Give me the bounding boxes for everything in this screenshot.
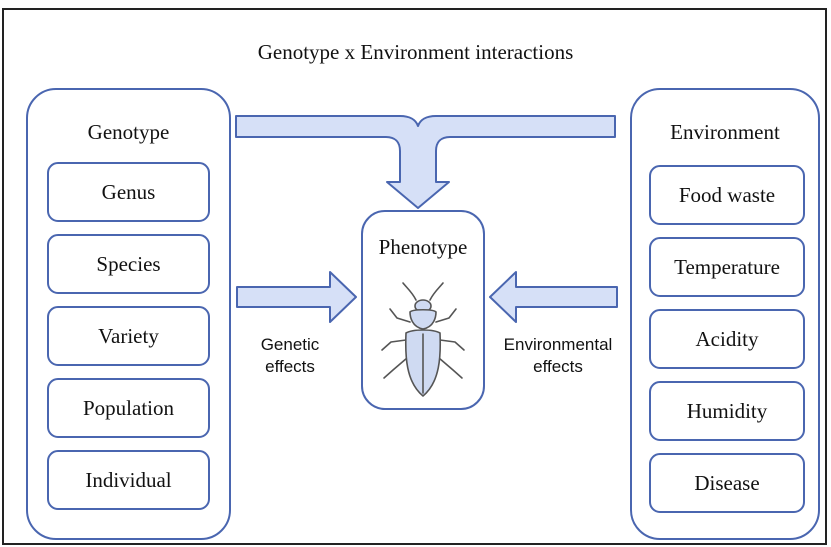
environmental-effects-line1: Environmental bbox=[503, 335, 613, 354]
environment-panel-title: Environment bbox=[670, 120, 780, 144]
genotype-item-variety: Variety bbox=[47, 306, 210, 366]
genotype-item-individual: Individual bbox=[47, 450, 210, 510]
environment-item-food-waste: Food waste bbox=[649, 165, 805, 225]
environmental-effects-arrow bbox=[489, 271, 618, 323]
environment-item-disease: Disease bbox=[649, 453, 805, 513]
environmental-effects-line2: effects bbox=[533, 357, 583, 376]
environment-panel: Environment Food waste Temperature Acidi… bbox=[630, 88, 820, 540]
genetic-effects-line1: Genetic bbox=[260, 335, 320, 354]
genotype-item-genus: Genus bbox=[47, 162, 210, 222]
environment-item-acidity: Acidity bbox=[649, 309, 805, 369]
genetic-effects-label: Genetic effects bbox=[240, 334, 340, 378]
beetle-icon bbox=[381, 282, 465, 397]
environmental-effects-label: Environmental effects bbox=[493, 334, 623, 378]
genotype-panel-title: Genotype bbox=[87, 120, 170, 144]
diagram-title: Genotype x Environment interactions bbox=[257, 40, 574, 64]
diagram-frame bbox=[2, 8, 827, 545]
environment-item-temperature: Temperature bbox=[649, 237, 805, 297]
genotype-panel: Genotype Genus Species Variety Populatio… bbox=[26, 88, 231, 540]
environment-item-humidity: Humidity bbox=[649, 381, 805, 441]
phenotype-title: Phenotype bbox=[378, 235, 468, 259]
merge-arrow bbox=[235, 115, 616, 209]
genetic-effects-line2: effects bbox=[265, 357, 315, 376]
genotype-item-species: Species bbox=[47, 234, 210, 294]
genotype-item-population: Population bbox=[47, 378, 210, 438]
genetic-effects-arrow bbox=[236, 271, 357, 323]
